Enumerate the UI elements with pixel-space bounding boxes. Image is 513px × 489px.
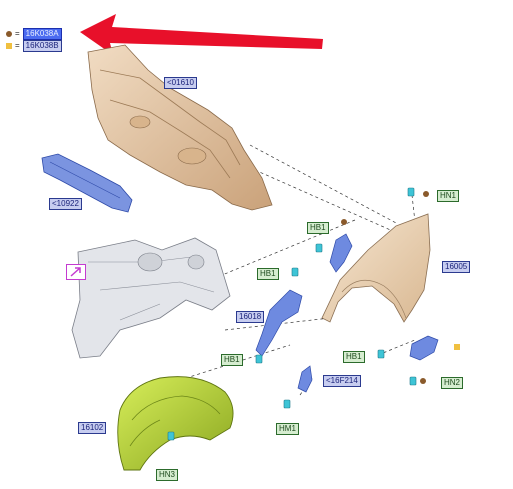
callout-splash-shield: 16102 (78, 422, 107, 434)
callout-dash-panel: <01610 (164, 77, 197, 89)
brown-marker-icon (423, 191, 429, 197)
view-direction-icon (66, 264, 86, 280)
fender-part (321, 213, 431, 323)
legend-code-a: 16K038A (22, 28, 62, 40)
clip-icon (283, 399, 291, 409)
callout-bracket-16018: 16018 (236, 311, 265, 323)
splash-shield-part (117, 376, 234, 471)
red-arrow-icon (80, 14, 323, 55)
upper-bracket-part (329, 233, 353, 273)
lower-right-bracket-part (409, 335, 439, 361)
callout-hn2: HN2 (441, 377, 464, 389)
callout-hb1-right: HB1 (343, 351, 365, 363)
front-frame-part (71, 237, 231, 359)
fender-bracket-16018-part (255, 289, 303, 357)
callout-hn3: HN3 (156, 469, 179, 481)
clip-icon (167, 431, 175, 441)
bracket-16f214-part (297, 365, 313, 393)
clip-icon (409, 376, 417, 386)
yellow-marker-icon (454, 344, 460, 350)
brown-marker-icon (341, 219, 347, 225)
legend-code-b: 16K038B (22, 40, 62, 52)
callout-reinforcement: <10922 (49, 198, 82, 210)
clip-icon (377, 349, 385, 359)
reinforcement-bracket-part (41, 153, 133, 213)
callout-hb1-bottom: HB1 (221, 354, 243, 366)
clip-icon (255, 354, 263, 364)
fastener-clips (167, 187, 417, 441)
callout-bracket-16f214: <16F214 (323, 375, 361, 387)
brown-dot-icon (6, 31, 12, 37)
yellow-square-icon (6, 43, 12, 49)
clip-icon (315, 243, 323, 253)
legend-equals: = (15, 41, 20, 50)
clip-icon (291, 267, 299, 277)
callout-hb1-top: HB1 (307, 222, 329, 234)
brown-marker-icon (420, 378, 426, 384)
legend-row-a: = 16K038A (6, 28, 62, 40)
clip-icon (407, 187, 415, 197)
callout-hn1: HN1 (437, 190, 460, 202)
legend-row-b: = 16K038B (6, 40, 62, 52)
callout-hb1-left: HB1 (257, 268, 279, 280)
legend-equals: = (15, 29, 20, 38)
callout-fender: 16005 (442, 261, 471, 273)
callout-hm1: HM1 (276, 423, 299, 435)
